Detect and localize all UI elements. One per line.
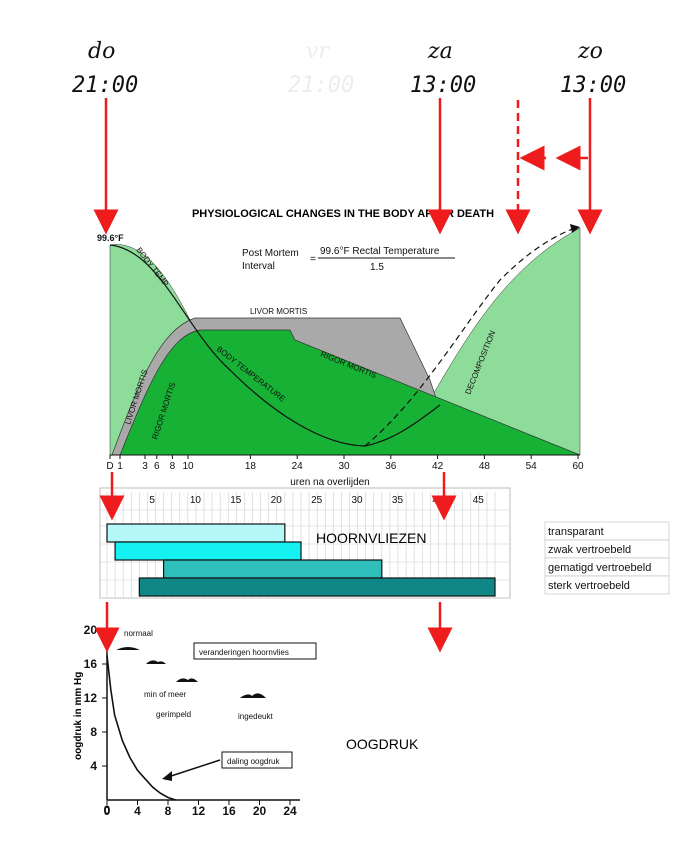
time-label-3: 13:00 bbox=[410, 73, 476, 98]
time-label-1: 21:00 bbox=[72, 73, 138, 98]
corneal-legend: transparant zwak vertroebeld gematigd vert… bbox=[544, 521, 670, 595]
corneal-bar-4 bbox=[138, 577, 496, 597]
iop-x-tick-label: 12 bbox=[192, 804, 206, 818]
formula-numerator: 99.6°F Rectal Temperature bbox=[320, 246, 440, 257]
iop-x-tick-label: 16 bbox=[222, 804, 236, 818]
daling-pointer-head bbox=[162, 771, 172, 781]
physio-tick-label: 18 bbox=[245, 461, 257, 472]
annot-normaal: normaal bbox=[124, 629, 153, 638]
annot-box-veranderingen bbox=[193, 642, 317, 660]
corneal-tick-label: 15 bbox=[230, 495, 242, 506]
corneal-tick-label: 20 bbox=[271, 495, 283, 506]
physio-tick-label: 24 bbox=[292, 461, 304, 472]
body-temp-curve bbox=[109, 244, 441, 447]
formula-denominator: 1.5 bbox=[370, 262, 384, 273]
time-arrows bbox=[93, 98, 603, 653]
label-livor-mortis-top: LIVOR MORTIS bbox=[250, 307, 307, 316]
physio-tick-label: 42 bbox=[432, 461, 444, 472]
day-label-3: za bbox=[427, 39, 453, 64]
legend-item-2: zwak vertroebeld bbox=[548, 544, 631, 556]
physio-tick-label: 3 bbox=[142, 461, 148, 472]
iop-x-tick-label: 8 bbox=[165, 804, 172, 818]
iop-y-tick-label: 20 bbox=[84, 623, 98, 637]
cornea-shape-gerimpeld bbox=[176, 678, 198, 682]
annot-veranderingen: veranderingen hoornvlies bbox=[199, 648, 289, 657]
corneal-tick-label: 40 bbox=[432, 495, 444, 506]
corneal-bar-3 bbox=[162, 559, 383, 579]
iop-y-tick-label: 4 bbox=[90, 759, 97, 773]
physio-tick-label: 1 bbox=[117, 461, 123, 472]
iop-x-tick-label: 0 bbox=[104, 804, 111, 818]
formula-left: Post Mortem bbox=[242, 248, 299, 259]
annot-daling: daling oogdruk bbox=[227, 757, 280, 766]
y-start-label: 99.6°F bbox=[97, 233, 124, 243]
corneal-bar-1 bbox=[106, 523, 286, 543]
iop-y-tick-label: 8 bbox=[90, 725, 97, 739]
corneal-tick-label: 10 bbox=[190, 495, 202, 506]
corneal-tick-label: 35 bbox=[392, 495, 404, 506]
corneal-tick-label: 25 bbox=[311, 495, 323, 506]
iop-y-tick-label: 12 bbox=[84, 691, 98, 705]
annot-gerimpeld: gerimpeld bbox=[156, 710, 191, 719]
corneal-bar-2 bbox=[114, 541, 302, 561]
iop-y-label: oogdruk in mm Hg bbox=[73, 672, 84, 760]
daling-pointer bbox=[164, 759, 221, 779]
physio-chart: PHYSIOLOGICAL CHANGES IN THE BODY AFTER … bbox=[97, 208, 584, 488]
decomposition-curve bbox=[364, 226, 579, 447]
legend-item-1: transparant bbox=[548, 526, 604, 538]
physio-chart-title: PHYSIOLOGICAL CHANGES IN THE BODY AFTER … bbox=[192, 208, 494, 220]
annot-box-daling bbox=[221, 751, 293, 769]
physio-tick-label: 48 bbox=[479, 461, 491, 472]
day-label-4: zo bbox=[577, 39, 603, 64]
rigor-mortis-area bbox=[119, 329, 581, 456]
iop-x-tick-label: 4 bbox=[134, 804, 141, 818]
annot-min-of-meer: min of meer bbox=[144, 690, 187, 699]
corneal-title: HOORNVLIEZEN bbox=[316, 530, 426, 546]
corneal-tick-label: 45 bbox=[473, 495, 485, 506]
iop-title: OOGDRUK bbox=[346, 736, 419, 752]
corneal-bars bbox=[106, 523, 496, 597]
cornea-shape-ingedeukt bbox=[240, 693, 266, 698]
formula-left2: Interval bbox=[242, 261, 275, 272]
physio-x-label: uren na overlijden bbox=[290, 477, 370, 488]
physio-tick-label: 10 bbox=[182, 461, 194, 472]
time-label-2: 21:00 bbox=[288, 73, 354, 98]
physio-tick-label: 54 bbox=[526, 461, 538, 472]
physio-tick-label: D bbox=[106, 461, 113, 472]
physio-tick-label: 8 bbox=[170, 461, 176, 472]
cornea-shape-minormeer bbox=[146, 660, 166, 664]
legend-item-3: gematigd vertroebeld bbox=[548, 562, 651, 574]
iop-x-tick-label: 24 bbox=[283, 804, 297, 818]
corneal-tick-label: 5 bbox=[149, 495, 155, 506]
iop-x-tick-label: 20 bbox=[253, 804, 267, 818]
legend-cell bbox=[544, 575, 670, 595]
day-label-2: vr bbox=[306, 39, 330, 64]
physio-tick-label: 60 bbox=[572, 461, 584, 472]
physio-tick-label: 36 bbox=[385, 461, 397, 472]
iop-origin-label: 0 bbox=[104, 803, 111, 817]
header-times: do 21:00 vr 21:00 za 13:00 zo 13:00 bbox=[72, 39, 626, 98]
iop-y-tick-label: 16 bbox=[84, 657, 98, 671]
cornea-shape-normal bbox=[116, 647, 140, 650]
formula-eq: = bbox=[310, 254, 316, 265]
annot-ingedeukt: ingedeukt bbox=[238, 712, 273, 721]
time-label-4: 13:00 bbox=[560, 73, 626, 98]
corneal-tick-label: 30 bbox=[352, 495, 364, 506]
physio-tick-label: 6 bbox=[154, 461, 160, 472]
iop-curve bbox=[106, 655, 176, 801]
physio-tick-label: 30 bbox=[338, 461, 350, 472]
legend-item-4: sterk vertroebeld bbox=[548, 580, 630, 592]
day-label-1: do bbox=[88, 39, 115, 64]
